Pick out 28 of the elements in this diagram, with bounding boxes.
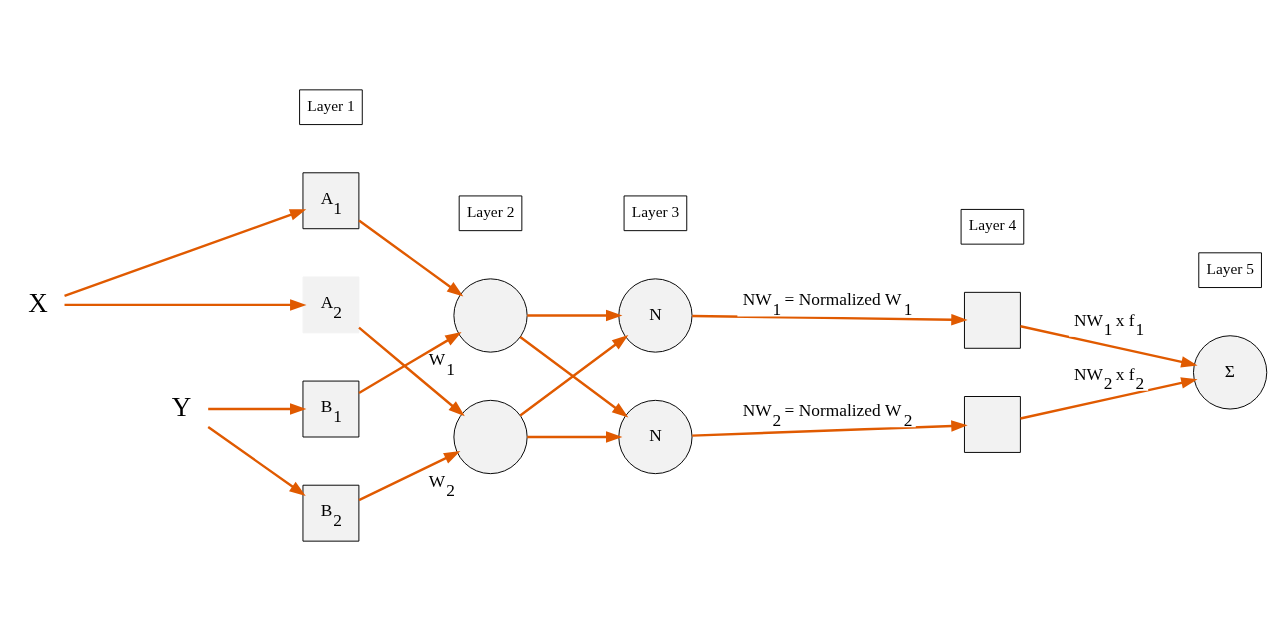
node-box: Layer 5 <box>1198 251 1262 288</box>
node-circle: N <box>618 277 693 353</box>
arrow <box>207 425 306 496</box>
node-box <box>964 291 1021 349</box>
arrow <box>64 298 307 311</box>
node-box: Layer 4 <box>960 208 1025 245</box>
arrow <box>358 219 464 296</box>
node-circle <box>453 399 528 474</box>
node-circle: N <box>618 399 693 474</box>
node-box: Layer 2 <box>458 194 523 231</box>
arrow <box>527 430 623 443</box>
arrow <box>1020 376 1198 420</box>
node-circle <box>453 277 528 353</box>
arrow <box>527 309 623 321</box>
arrow <box>692 419 968 437</box>
node-box <box>964 395 1021 453</box>
node-text: X <box>28 287 48 318</box>
node-circle: Σ <box>1193 334 1268 410</box>
node-box: Layer 1 <box>299 88 363 125</box>
arrow <box>692 313 968 325</box>
arrow <box>64 208 307 297</box>
node-text: Y <box>171 391 192 422</box>
arrow <box>358 331 462 394</box>
arrow <box>1020 324 1198 367</box>
arrow <box>358 450 461 501</box>
arrow <box>208 402 307 415</box>
node-box: Layer 3 <box>623 194 688 231</box>
arrow <box>358 326 465 416</box>
